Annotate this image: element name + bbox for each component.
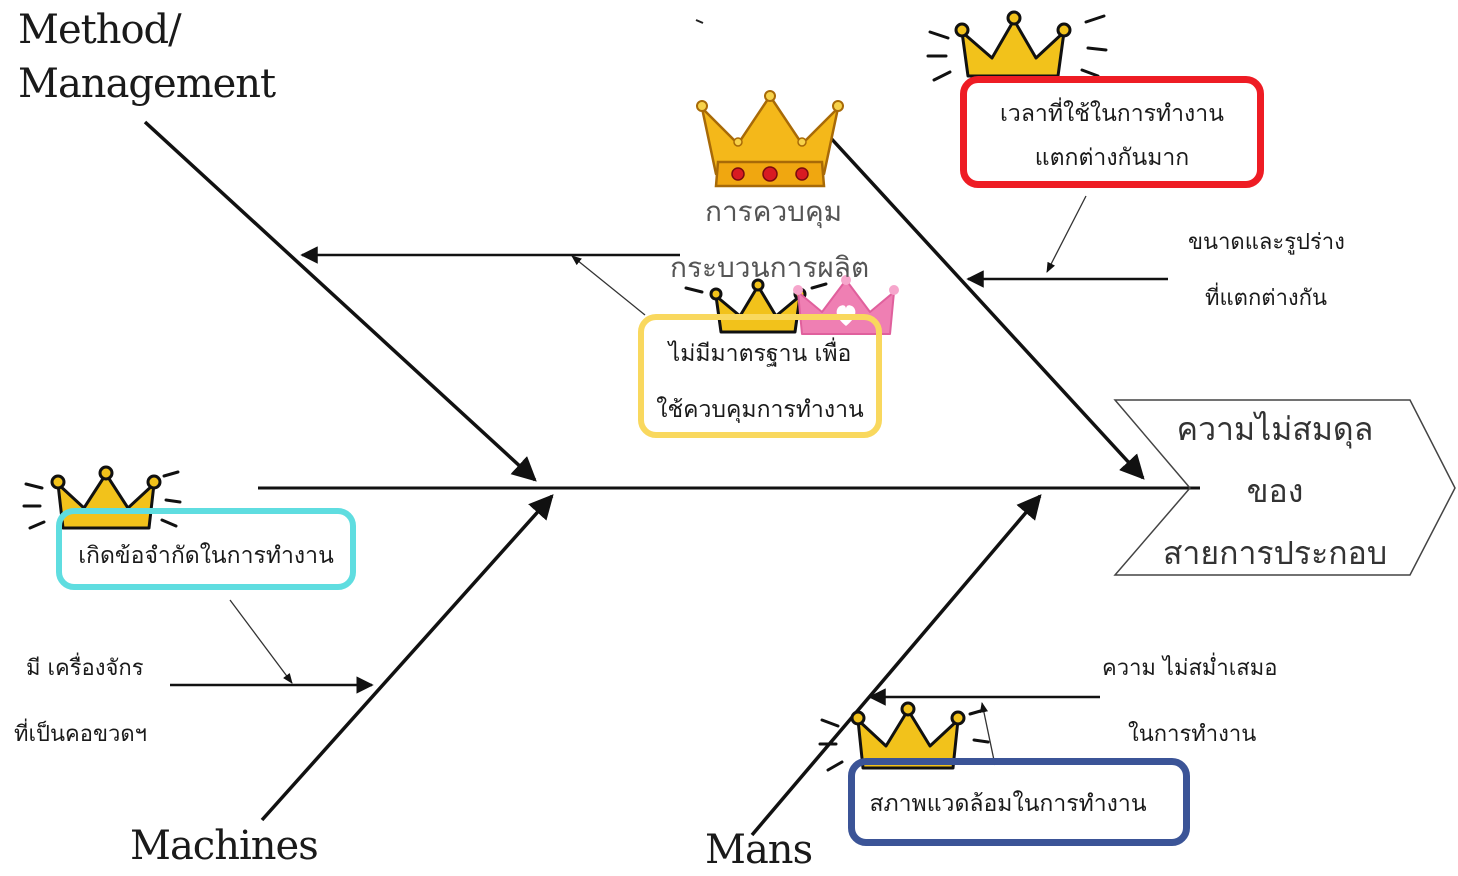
pointer-time-used (1046, 195, 1087, 273)
crown-icon (22, 465, 182, 530)
bone-process-control (826, 133, 1145, 480)
bone-machines (260, 494, 554, 822)
cause-time-used-line2: แตกต่างกันมาก (1034, 145, 1190, 171)
pointer-environment (979, 701, 996, 766)
cause-no-standard-line1: ไม่มีมาตรฐาน เพื่อ (668, 341, 852, 367)
effect-head-shape (1113, 399, 1456, 576)
cause-bottleneck-line1: มี เครื่องจักร (26, 656, 144, 681)
bone-mans (750, 494, 1042, 837)
effect-line3: สายการประกอบ (1162, 534, 1388, 572)
highlight-box-work-limit (56, 508, 356, 590)
cause-no-standard-line2: ใช้ควบคุมการทำงาน (656, 397, 864, 423)
bone-method (143, 120, 537, 482)
pointer-work-limit (229, 599, 293, 684)
cause-bottleneck-line2: ที่เป็นคอขวดฯ (14, 722, 147, 747)
cause-inconsistency-line2: ในการทำงาน (1128, 722, 1257, 747)
crown-icon (926, 10, 1108, 82)
cause-process-control-line2: กระบวนการผลิต (670, 251, 870, 284)
cause-process-control-line1: การควบคุม (705, 195, 843, 228)
highlight-box-no-standard (638, 314, 882, 438)
stray-mark (695, 19, 704, 24)
category-machines: Machines (130, 823, 319, 869)
cause-size-shape-line2: ที่แตกต่างกัน (1205, 286, 1328, 311)
royal-crown-icon (696, 90, 844, 188)
highlight-box-time-used (960, 76, 1264, 188)
pointer-no-standard (571, 255, 646, 316)
category-method-line1: Method/ (18, 7, 182, 53)
effect-line2: ของ (1246, 472, 1304, 510)
cause-size-shape-line1: ขนาดและรูปร่าง (1188, 230, 1345, 255)
crown-icon (818, 701, 990, 772)
cause-inconsistency-line1: ความ ไม่สม่ำเสมอ (1102, 656, 1278, 681)
effect-line1: ความไม่สมดุล (1176, 410, 1374, 448)
cause-time-used-line1: เวลาที่ใช้ในการทำงาน (1000, 101, 1224, 127)
cause-environment: สภาพแวดล้อมในการทำงาน (869, 791, 1147, 817)
cause-work-limit: เกิดข้อจำกัดในการทำงาน (78, 543, 334, 569)
highlight-box-environment (848, 758, 1190, 846)
category-mans: Mans (705, 827, 813, 873)
category-method-line2: Management (18, 61, 276, 107)
